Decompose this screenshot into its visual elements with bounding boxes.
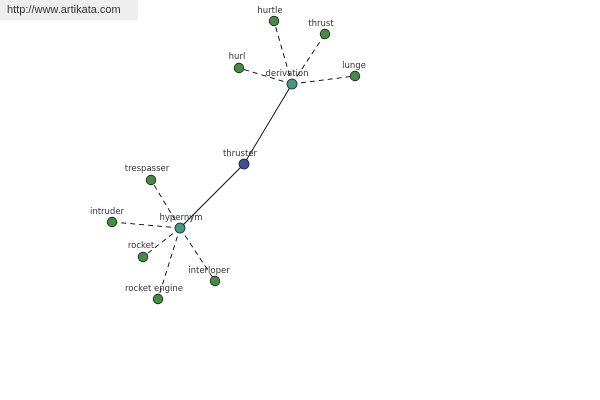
node-label-thrust: thrust (308, 19, 334, 29)
node-rocket[interactable]: rocket (128, 241, 155, 263)
node-intruder[interactable]: intruder (90, 207, 125, 228)
node-label-lunge: lunge (342, 61, 366, 71)
node-label-derivation: derivation (265, 69, 308, 79)
edge-derivation-hurl (238, 67, 293, 85)
watermark-url: http://www.artikata.com (0, 0, 138, 20)
edges-layer (111, 20, 356, 300)
node-label-trespasser: trespasser (125, 164, 170, 174)
node-circle-lunge[interactable] (349, 70, 361, 82)
node-label-intruder: intruder (90, 207, 125, 217)
node-circle-derivation[interactable] (286, 78, 298, 90)
node-thrust[interactable]: thrust (308, 19, 334, 40)
node-label-interloper: interloper (188, 266, 230, 276)
edge-hypernym-rocket-engine (157, 227, 181, 300)
node-label-rocket: rocket (128, 241, 155, 251)
node-circle-hurtle[interactable] (268, 15, 280, 27)
edge-thruster-derivation (243, 83, 293, 165)
node-circle-interloper[interactable] (209, 275, 221, 287)
node-rocket-engine[interactable]: rocket engine (125, 284, 183, 305)
node-circle-hypernym[interactable] (174, 222, 186, 234)
edge-hypernym-trespasser (150, 179, 181, 229)
node-label-thruster: thruster (223, 149, 258, 159)
edge-derivation-hurtle (273, 20, 293, 85)
node-interloper[interactable]: interloper (188, 266, 230, 287)
node-circle-intruder[interactable] (106, 216, 118, 228)
node-label-hurl: hurl (229, 52, 246, 62)
edge-hypernym-interloper (179, 227, 216, 282)
node-derivation[interactable]: derivation (265, 69, 309, 90)
node-label-hypernym: hypernym (159, 213, 202, 223)
node-label-rocket-engine: rocket engine (125, 284, 183, 294)
node-circle-thruster[interactable] (238, 158, 250, 170)
node-lunge[interactable]: lunge (342, 61, 366, 82)
edge-hypernym-intruder (111, 221, 181, 229)
node-circle-trespasser[interactable] (145, 174, 157, 186)
node-label-hurtle: hurtle (257, 6, 282, 16)
node-hurtle[interactable]: hurtle (257, 6, 283, 27)
node-circle-thrust[interactable] (319, 28, 331, 40)
node-trespasser[interactable]: trespasser (125, 164, 170, 186)
edge-derivation-thrust (291, 33, 326, 85)
edge-thruster-hypernym (179, 163, 245, 229)
node-hypernym[interactable]: hypernym (159, 213, 203, 234)
node-circle-rocket-engine[interactable] (152, 293, 164, 305)
node-circle-rocket[interactable] (137, 251, 149, 263)
node-hurl[interactable]: hurl (229, 52, 246, 74)
edge-derivation-lunge (291, 75, 356, 85)
nodes-layer: thruster derivation hypernym hurtle thrust hu… (90, 6, 366, 305)
node-thruster[interactable]: thruster (223, 149, 258, 170)
node-circle-hurl[interactable] (233, 62, 245, 74)
edge-hypernym-rocket (142, 227, 181, 258)
